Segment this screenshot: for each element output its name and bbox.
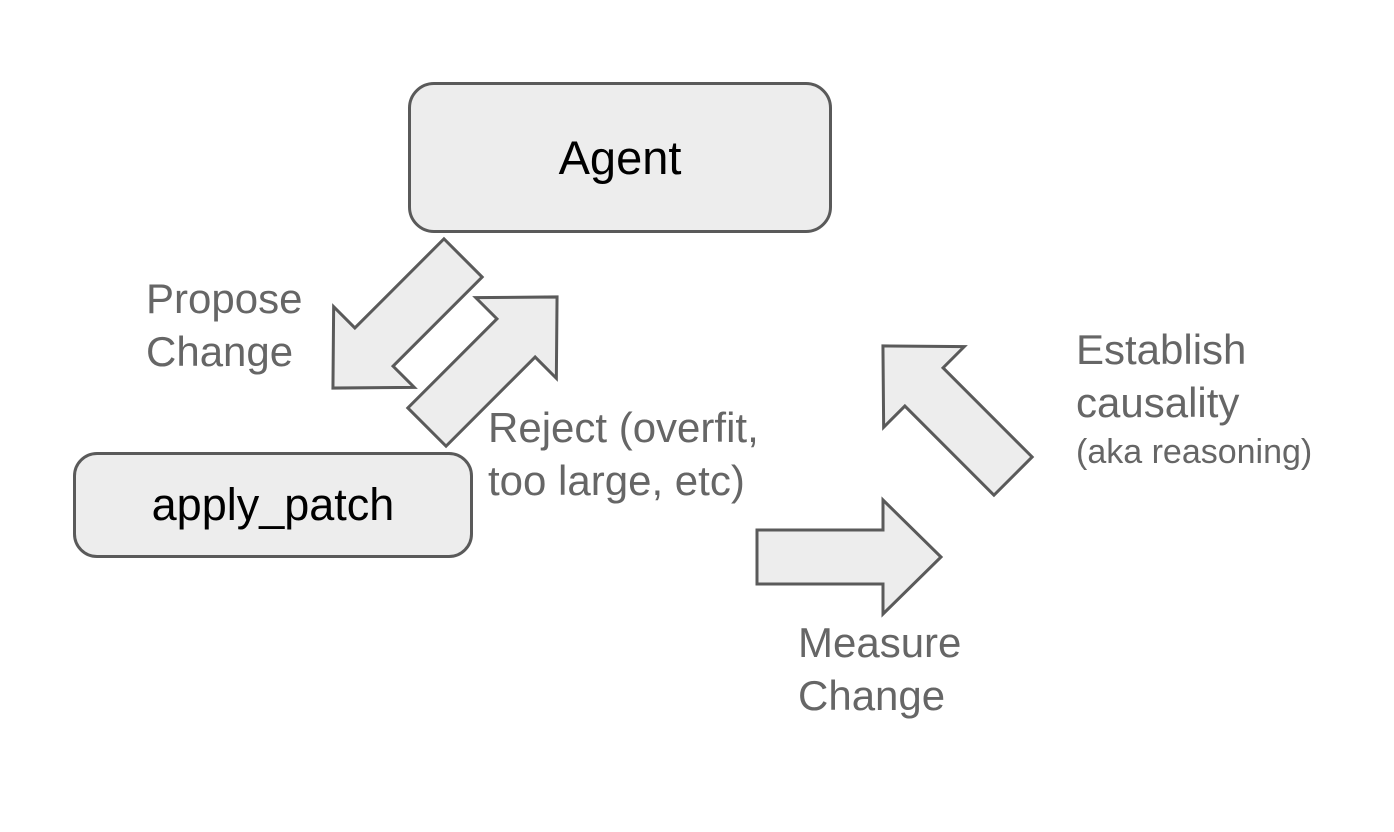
propose-change-label-line2: Change bbox=[146, 328, 294, 375]
agent-node-label: Agent bbox=[558, 131, 682, 184]
apply-patch-node-label: apply_patch bbox=[151, 479, 395, 530]
reject-label-line2: too large, etc) bbox=[488, 457, 745, 504]
establish-causality-label-line2: causality bbox=[1076, 379, 1240, 426]
propose-change-label-line1: Propose bbox=[146, 275, 303, 322]
agent-node: Agent bbox=[408, 82, 832, 233]
apply-patch-node: apply_patch bbox=[73, 452, 473, 558]
reject-label: Reject (overfit, too large, etc) bbox=[488, 401, 759, 507]
establish-causality-label-line1: Establish bbox=[1076, 326, 1247, 373]
establish-causality-label: Establish causality (aka reasoning) bbox=[1076, 323, 1312, 475]
reject-arrow-icon bbox=[405, 295, 559, 449]
measure-change-label: Measure Change bbox=[798, 616, 961, 722]
measure-change-arrow-icon bbox=[755, 496, 944, 618]
propose-change-label: Propose Change bbox=[146, 272, 302, 378]
reject-label-line1: Reject (overfit, bbox=[488, 404, 759, 451]
measure-change-label-line2: Change bbox=[798, 672, 946, 719]
establish-causality-arrow-icon bbox=[881, 344, 1035, 498]
measure-change-label-line1: Measure bbox=[798, 619, 962, 666]
propose-change-arrow-icon bbox=[331, 236, 485, 390]
establish-causality-label-sub: (aka reasoning) bbox=[1076, 433, 1313, 471]
